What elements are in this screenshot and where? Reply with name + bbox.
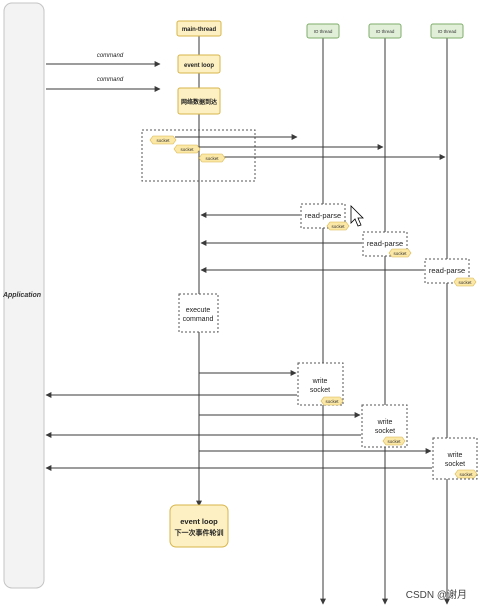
write-label-2: write [377,419,393,426]
socket-tag-1 [149,135,177,145]
write-label-1: write [312,378,328,385]
socket-tag-2-label: socket [180,147,194,152]
io-thread-1-header [306,23,340,39]
write-tag-2 [382,436,406,446]
application-lane [3,2,45,589]
event-loop-label: event loop [184,63,214,69]
watermark: CSDN @谢月 [406,588,467,601]
main-thread-header [176,20,222,37]
write-tag-3 [454,469,478,479]
socket-dispatch-group [141,129,256,182]
event-loop-box [177,54,221,74]
read-parse-tag-2-label: socket [393,251,407,256]
write-label-3: write [447,452,463,459]
read-parse-label-2: read-parse [367,239,403,248]
mouse-cursor-icon [350,205,364,227]
network-data-box [177,87,221,115]
next-event-loop-subtitle: 下一次事件轮训 [175,528,224,537]
read-parse-tag-3 [453,277,477,287]
command-label-2: command [97,77,124,83]
network-data-label: 网络数据到达 [181,98,217,106]
read-parse-label-3: read-parse [429,266,465,275]
read-parse-tag-2 [388,248,412,258]
execute-label: execute [186,307,211,314]
io-thread-1-label: IO thread [314,29,333,34]
write-tag-1 [320,396,344,406]
socket-tag-1-label: socket [156,138,170,143]
write-tag-1-label: socket [325,399,339,404]
read-parse-tag-1 [326,221,350,231]
io-thread-2-label: IO thread [376,29,395,34]
socket-tag-2 [173,144,201,154]
io-thread-2-header [368,23,402,39]
application-label: Application [2,292,41,299]
command-label-1: command [97,53,124,59]
read-parse-box-1 [300,203,346,229]
write-socket-label-1: socket [310,387,330,394]
main-thread-header-label: main-thread [182,27,217,33]
io-thread-3-label: IO thread [438,29,457,34]
read-parse-tag-1-label: socket [331,224,345,229]
read-parse-tag-3-label: socket [458,280,472,285]
next-event-loop-box [169,504,229,548]
write-socket-label-3: socket [445,461,465,468]
command-label: command [183,316,214,323]
write-tag-2-label: socket [387,439,401,444]
write-tag-3-label: socket [459,472,473,477]
socket-tag-3 [198,153,226,163]
socket-tag-3-label: socket [205,156,219,161]
read-parse-label-1: read-parse [305,211,341,220]
write-socket-label-2: socket [375,428,395,435]
next-event-loop-title: event loop [180,517,218,526]
execute-command-box [178,293,219,333]
io-thread-3-header [430,23,464,39]
